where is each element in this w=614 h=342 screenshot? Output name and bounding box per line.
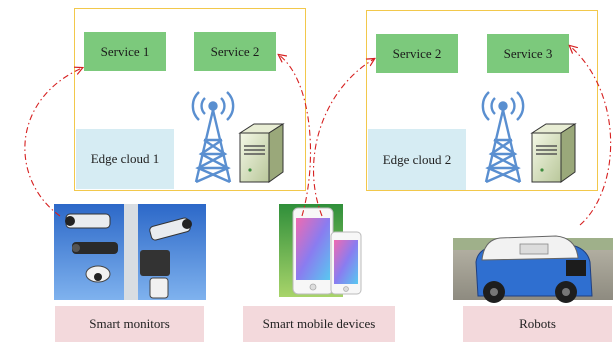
- smart-mobile-devices-label: Smart mobile devices: [243, 306, 395, 342]
- server-icon: [530, 123, 577, 183]
- edge-cloud-1-label: Edge cloud 1: [76, 129, 174, 189]
- edge-cloud-1-frame: [74, 8, 306, 191]
- edge-cloud-2-frame: [366, 10, 598, 191]
- surveillance-cameras-photo: [54, 204, 206, 300]
- edge-cloud-1-service-2[interactable]: Service 2: [194, 32, 276, 71]
- link-robot-to-service-3: [570, 46, 612, 226]
- delivery-robot-photo: [453, 235, 613, 303]
- smartphones-photo: [279, 204, 362, 297]
- communication-links: [24, 46, 612, 226]
- antenna-tower-icon: [481, 91, 525, 184]
- smart-monitors-label: Smart monitors: [55, 306, 204, 342]
- edge-cloud-2-label: Edge cloud 2: [368, 129, 466, 190]
- link-mobile-to-service-2-cloud-2: [313, 59, 374, 217]
- server-icon: [238, 123, 285, 183]
- edge-cloud-2-service-2[interactable]: Service 2: [376, 34, 458, 73]
- edge-cloud-1-service-1[interactable]: Service 1: [84, 32, 166, 71]
- link-monitors-to-service-1: [24, 68, 82, 217]
- antenna-tower-icon: [191, 91, 235, 184]
- robots-label: Robots: [463, 306, 612, 342]
- link-mobile-to-service-2-cloud-1: [279, 55, 312, 217]
- edge-cloud-2-service-3[interactable]: Service 3: [487, 34, 569, 73]
